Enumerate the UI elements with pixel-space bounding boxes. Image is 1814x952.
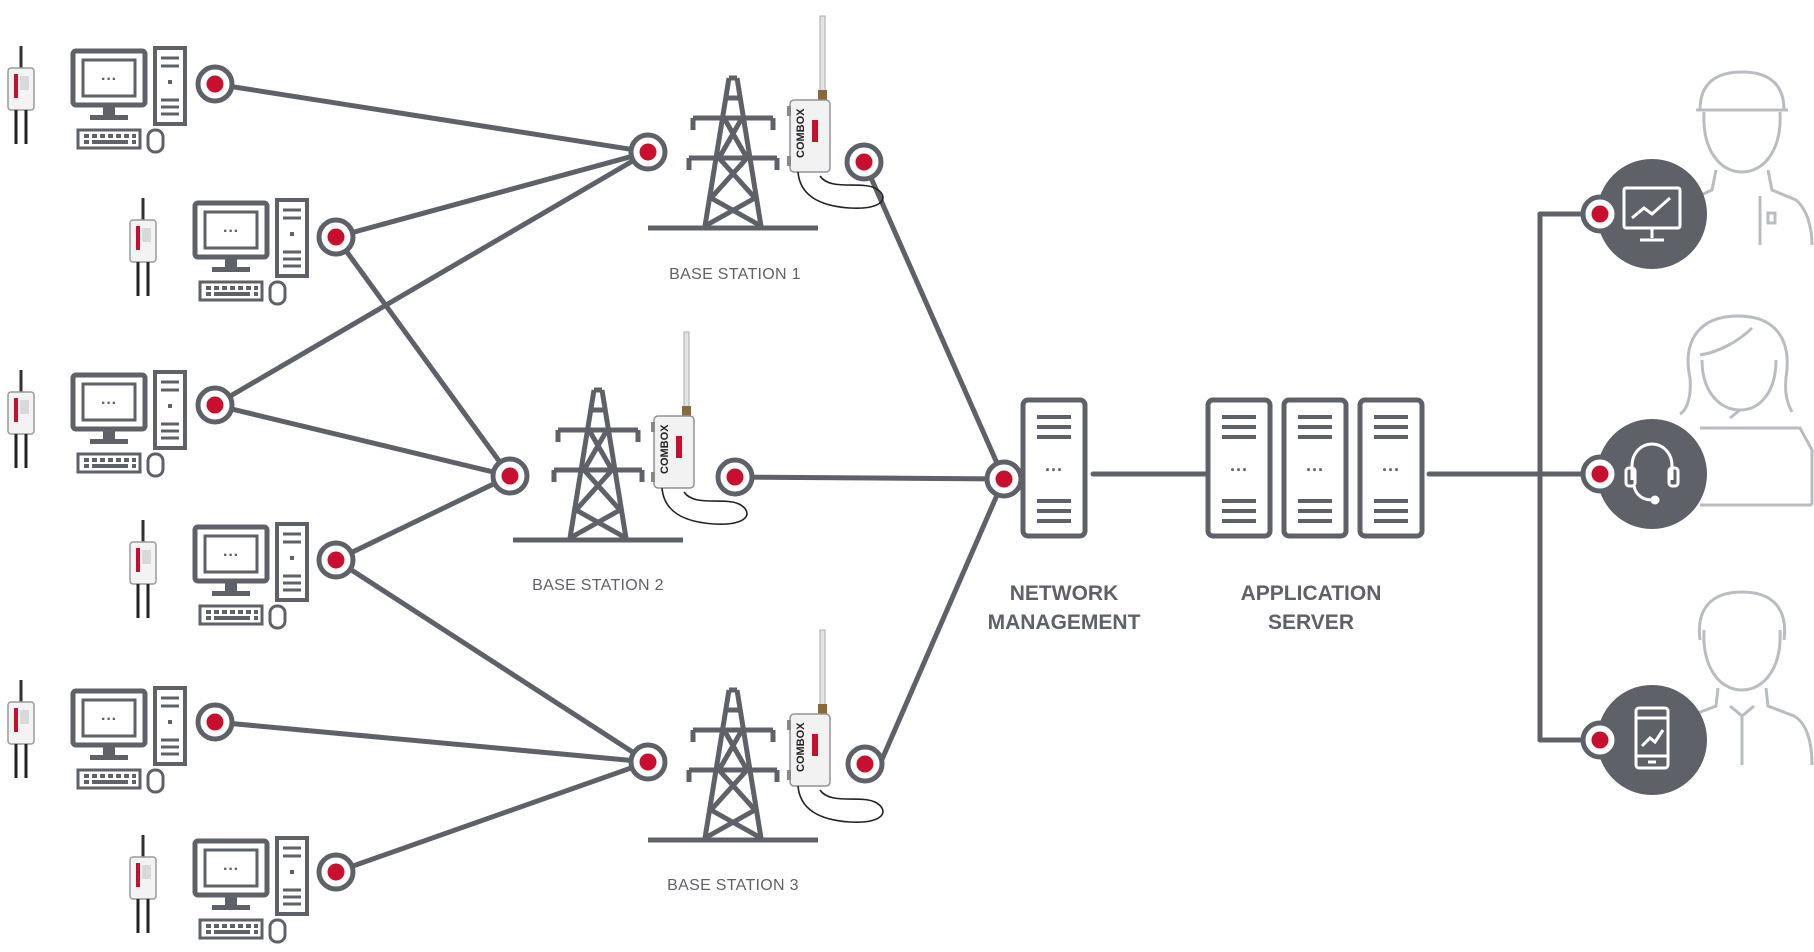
end-device-6 (128, 833, 307, 942)
connection-node (198, 67, 232, 101)
connection-node (987, 462, 1021, 496)
connection-node (631, 135, 665, 169)
application-server-racks (1208, 400, 1422, 536)
sensor-icon (128, 833, 158, 935)
end-device-5 (6, 678, 185, 792)
sensor-icon (6, 368, 36, 470)
combox-gateway-icon (786, 629, 884, 823)
connection-node (319, 220, 353, 254)
desktop-computer-icon (195, 524, 307, 628)
end-device-3 (6, 368, 185, 476)
monitor-chart-icon (1622, 186, 1682, 242)
network-management-label-line2: MANAGEMENT (987, 611, 1141, 634)
end-device-2 (128, 196, 307, 304)
connection-lines (212, 81, 1603, 875)
server-rack-icon (1208, 400, 1270, 536)
base-station-1 (648, 15, 884, 228)
desktop-computer-icon (195, 200, 307, 304)
desktop-computer-icon (195, 838, 307, 942)
application-server-label: APPLICATION SERVER (1191, 579, 1431, 637)
base-station-3-label: BASE STATION 3 (667, 877, 799, 894)
headset-icon (1624, 442, 1680, 505)
desktop-computer-icon (73, 48, 185, 152)
server-rack-icon (1360, 400, 1422, 536)
end-device-1 (6, 44, 185, 152)
base-station-2 (513, 331, 748, 540)
connection-node (1583, 457, 1617, 491)
base-station-2-label: BASE STATION 2 (532, 577, 664, 594)
base-station-3 (648, 629, 884, 840)
user-mobile (1597, 590, 1814, 795)
connection-node (631, 745, 665, 779)
user-support-agent (1597, 314, 1814, 529)
connection-node (847, 145, 881, 179)
connection-node (1583, 197, 1617, 231)
connection-node (319, 855, 353, 889)
user-analyst (1597, 70, 1814, 269)
headset-icon-background (1597, 419, 1707, 529)
sensor-icon (6, 44, 36, 146)
network-management-label-line1: NETWORK (1009, 582, 1119, 605)
connection-node (848, 747, 882, 781)
application-server-label-line2: SERVER (1268, 611, 1354, 634)
sensor-icon (128, 196, 158, 298)
smartphone-chart-icon (1634, 706, 1670, 770)
end-device-4 (128, 518, 307, 628)
connection-node (319, 543, 353, 577)
desktop-computer-icon (73, 688, 185, 792)
sensor-icon (128, 518, 158, 620)
desktop-computer-icon (73, 372, 185, 476)
connection-node (198, 705, 232, 739)
server-rack-icon (1284, 400, 1346, 536)
user-silhouette-icon (1679, 314, 1814, 507)
application-server-label-line1: APPLICATION (1240, 582, 1382, 605)
connection-node (198, 388, 232, 422)
base-station-1-label: BASE STATION 1 (669, 266, 801, 283)
connection-node (493, 459, 527, 493)
connection-node (718, 460, 752, 494)
connection-node (1583, 723, 1617, 757)
network-management-server-icon (1023, 400, 1085, 536)
network-management-label: NETWORK MANAGEMENT (944, 579, 1184, 637)
sensor-icon (6, 678, 36, 780)
